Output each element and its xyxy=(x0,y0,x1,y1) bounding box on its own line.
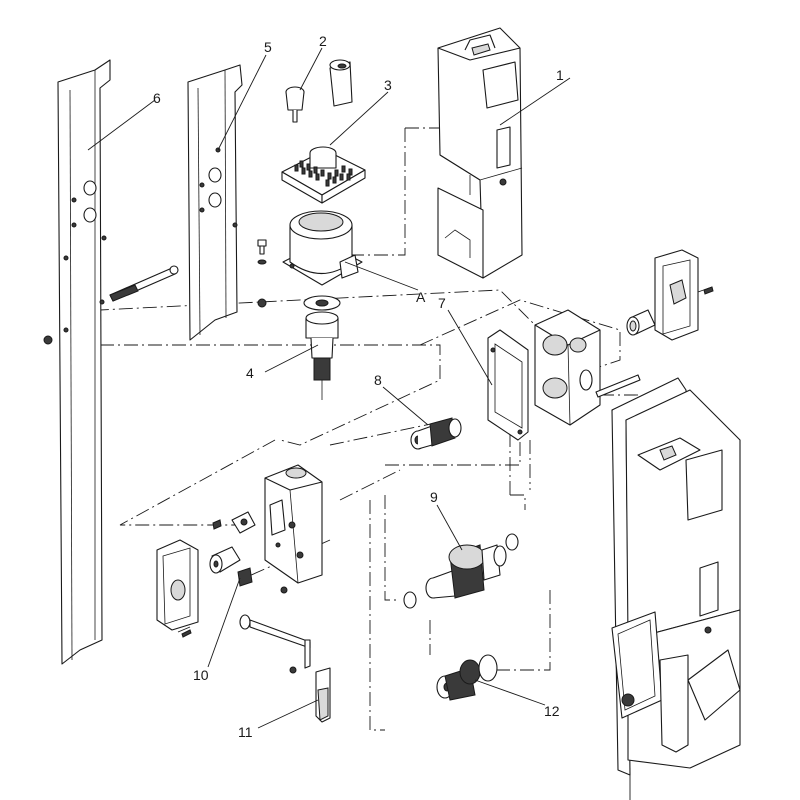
part-6-long-rail xyxy=(57,59,111,665)
bushing xyxy=(626,309,656,336)
part-8-pinion xyxy=(410,417,462,450)
callout-2: 2 xyxy=(319,33,327,49)
callout-7: 7 xyxy=(438,295,446,311)
part-2-screw-and-cap xyxy=(285,59,353,123)
end-cap-top xyxy=(654,249,714,341)
part-1-cover xyxy=(437,27,523,279)
callout-10: 10 xyxy=(193,667,209,683)
lock-cylinder xyxy=(209,546,288,594)
callout-11: 11 xyxy=(238,724,253,740)
part-4-shaft xyxy=(303,295,341,400)
callout-3: 3 xyxy=(384,77,392,93)
rail-nut xyxy=(43,335,53,345)
leader-lines xyxy=(87,47,571,729)
part-9-gear-shaft xyxy=(403,533,519,609)
lock-cover-plate xyxy=(156,539,199,638)
callout-labels: 1 2 3 4 5 6 7 8 9 10 11 12 A xyxy=(153,33,564,740)
callout-5: 5 xyxy=(264,39,272,55)
motor-assembly-a xyxy=(282,210,363,286)
part-3-terminal-block xyxy=(281,146,366,204)
callout-8: 8 xyxy=(374,372,382,388)
lock-body xyxy=(264,464,323,584)
assembled-post xyxy=(611,377,741,800)
part-5-short-rail xyxy=(187,64,243,341)
rail-bolt xyxy=(109,265,179,302)
part-7-gear-housing xyxy=(487,309,641,441)
callout-9: 9 xyxy=(430,489,438,505)
lock-latch xyxy=(212,511,256,534)
callout-6: 6 xyxy=(153,90,161,106)
callout-a: A xyxy=(416,289,426,305)
part-11-release-handle xyxy=(239,614,331,723)
callout-12: 12 xyxy=(544,703,560,719)
callout-4: 4 xyxy=(246,365,254,381)
motor-screws xyxy=(257,239,267,308)
part-12-gear-set xyxy=(436,654,498,701)
assembly-lines xyxy=(74,127,640,731)
callout-1: 1 xyxy=(556,67,564,83)
